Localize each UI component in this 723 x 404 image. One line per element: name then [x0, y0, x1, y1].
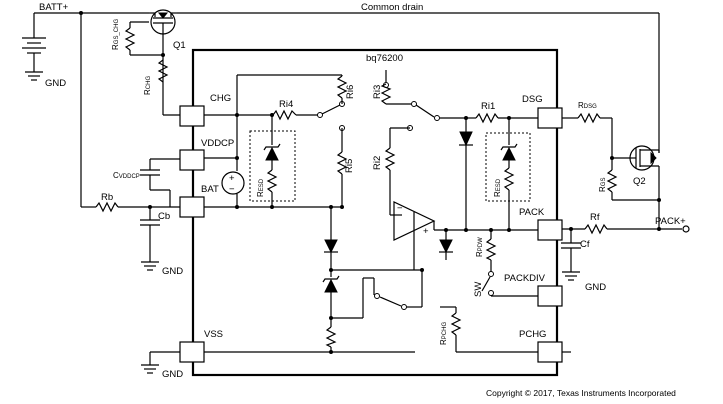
cb-label: Cb	[158, 211, 170, 222]
op-amp-minus: −	[397, 203, 403, 214]
pin-packdiv-label: PACKDIV	[504, 273, 546, 284]
r-gs-resistor	[606, 169, 618, 193]
gnd-label-cb: GND	[162, 266, 183, 277]
pin-vddcp	[179, 149, 205, 171]
sw-label: SW	[473, 282, 484, 297]
pin-pchg-label: PCHG	[519, 329, 546, 340]
internal-chg-path	[204, 74, 348, 160]
rb-label: Rb	[101, 192, 113, 203]
dsg-external	[562, 112, 661, 202]
batt-label: BATT+	[39, 2, 69, 13]
ri5-resistor	[336, 151, 348, 175]
esd-zener-right	[500, 118, 518, 230]
ground-symbol	[25, 71, 43, 81]
common-drain-label: Common drain	[361, 2, 423, 13]
q1-mosfet	[149, 9, 177, 35]
ri5-label: Ri5	[344, 159, 355, 173]
esd-box-right	[485, 132, 531, 202]
pin-pchg	[537, 341, 563, 363]
middle-switch	[362, 268, 424, 318]
ri2-label: Ri2	[372, 156, 383, 170]
r-pdw-resistor	[485, 238, 497, 261]
c-vddcp-label: CVDDCP	[113, 171, 140, 180]
pack-external	[561, 223, 690, 281]
r-esd-right-label: RESD	[493, 178, 502, 197]
q2-label: Q2	[633, 176, 646, 187]
r-esd-left-resistor	[266, 169, 278, 193]
ri6-resistor	[336, 75, 348, 99]
r-esd-right-resistor	[503, 167, 515, 191]
battery-symbol	[22, 37, 46, 72]
cf-label: Cf	[580, 239, 590, 250]
copyright-text: Copyright © 2017, Texas Instruments Inco…	[486, 388, 676, 398]
ic-name: bq76200	[366, 53, 403, 64]
rb-resistor	[95, 201, 119, 213]
pin-packdiv	[537, 285, 563, 307]
src-plus: +	[229, 173, 235, 184]
ri1-resistor	[475, 112, 499, 124]
pin-vss	[179, 341, 205, 363]
ri2-branch	[384, 147, 402, 216]
center-diodes	[322, 207, 422, 354]
ri3-label: Ri3	[372, 85, 383, 99]
top-rails	[33, 11, 660, 207]
ri6-label: Ri6	[345, 85, 356, 99]
r-dsg-resistor	[577, 112, 601, 124]
pin-bat-label: BAT	[201, 184, 219, 195]
pin-bat	[179, 196, 205, 218]
r-pchg-resistor	[450, 312, 462, 336]
ri4-resistor	[272, 109, 297, 121]
rb-cb-network	[81, 201, 180, 271]
r-gs-chg-resistor	[124, 27, 136, 51]
pack-plus-label: PACK+	[655, 216, 686, 227]
center-top-switch	[380, 70, 466, 148]
ri4-label: Ri4	[279, 99, 293, 110]
pin-dsg-label: DSG	[522, 94, 543, 105]
pin-dsg	[537, 107, 563, 129]
r-gs-label: RGS	[598, 178, 607, 192]
q1-gate-network	[124, 21, 180, 116]
pin-chg-label: CHG	[210, 93, 231, 104]
q1-label: Q1	[173, 40, 186, 51]
center-resistor	[325, 326, 337, 348]
pin-pack	[537, 219, 563, 241]
gnd-label-vss: GND	[162, 369, 183, 380]
vss-ground	[141, 351, 415, 374]
r-pchg-label: RPCHG	[439, 322, 448, 345]
r-pdw-label: RPDW	[475, 237, 484, 257]
dsg-internal-path	[459, 112, 538, 232]
r-chg-resistor	[157, 59, 169, 83]
ri2-resistor	[384, 147, 396, 171]
pchg-path	[440, 306, 538, 353]
r-chg-label: RCHG	[143, 76, 152, 95]
gnd-label-cf: GND	[585, 282, 606, 293]
op-amp-plus: +	[423, 226, 429, 237]
ri5-branch	[336, 145, 348, 207]
r-esd-left-label: RESD	[256, 178, 265, 197]
pack-internal-rail	[466, 228, 538, 297]
op-amp	[393, 201, 466, 270]
pin-chg	[179, 105, 205, 127]
esd-zener-left	[263, 113, 281, 207]
gnd-label-battery: GND	[45, 78, 66, 89]
pin-vss-label: VSS	[204, 329, 223, 340]
ri1-label: Ri1	[481, 101, 495, 112]
r-dsg-label: RDSG	[578, 101, 597, 110]
rf-resistor	[584, 223, 608, 235]
bat-internal-rail	[204, 205, 344, 209]
pin-pack-label: PACK	[519, 207, 545, 218]
c-vddcp-capacitor	[140, 158, 180, 207]
rf-label: Rf	[590, 212, 600, 223]
voltage-source	[221, 158, 245, 207]
pin-vddcp-label: VDDCP	[201, 138, 234, 149]
pack-diode	[439, 228, 453, 260]
r-gs-chg-label: RGS_CHG	[111, 19, 120, 50]
ri3-resistor	[380, 83, 392, 105]
src-minus: −	[229, 184, 235, 195]
q2-mosfet	[629, 145, 660, 229]
